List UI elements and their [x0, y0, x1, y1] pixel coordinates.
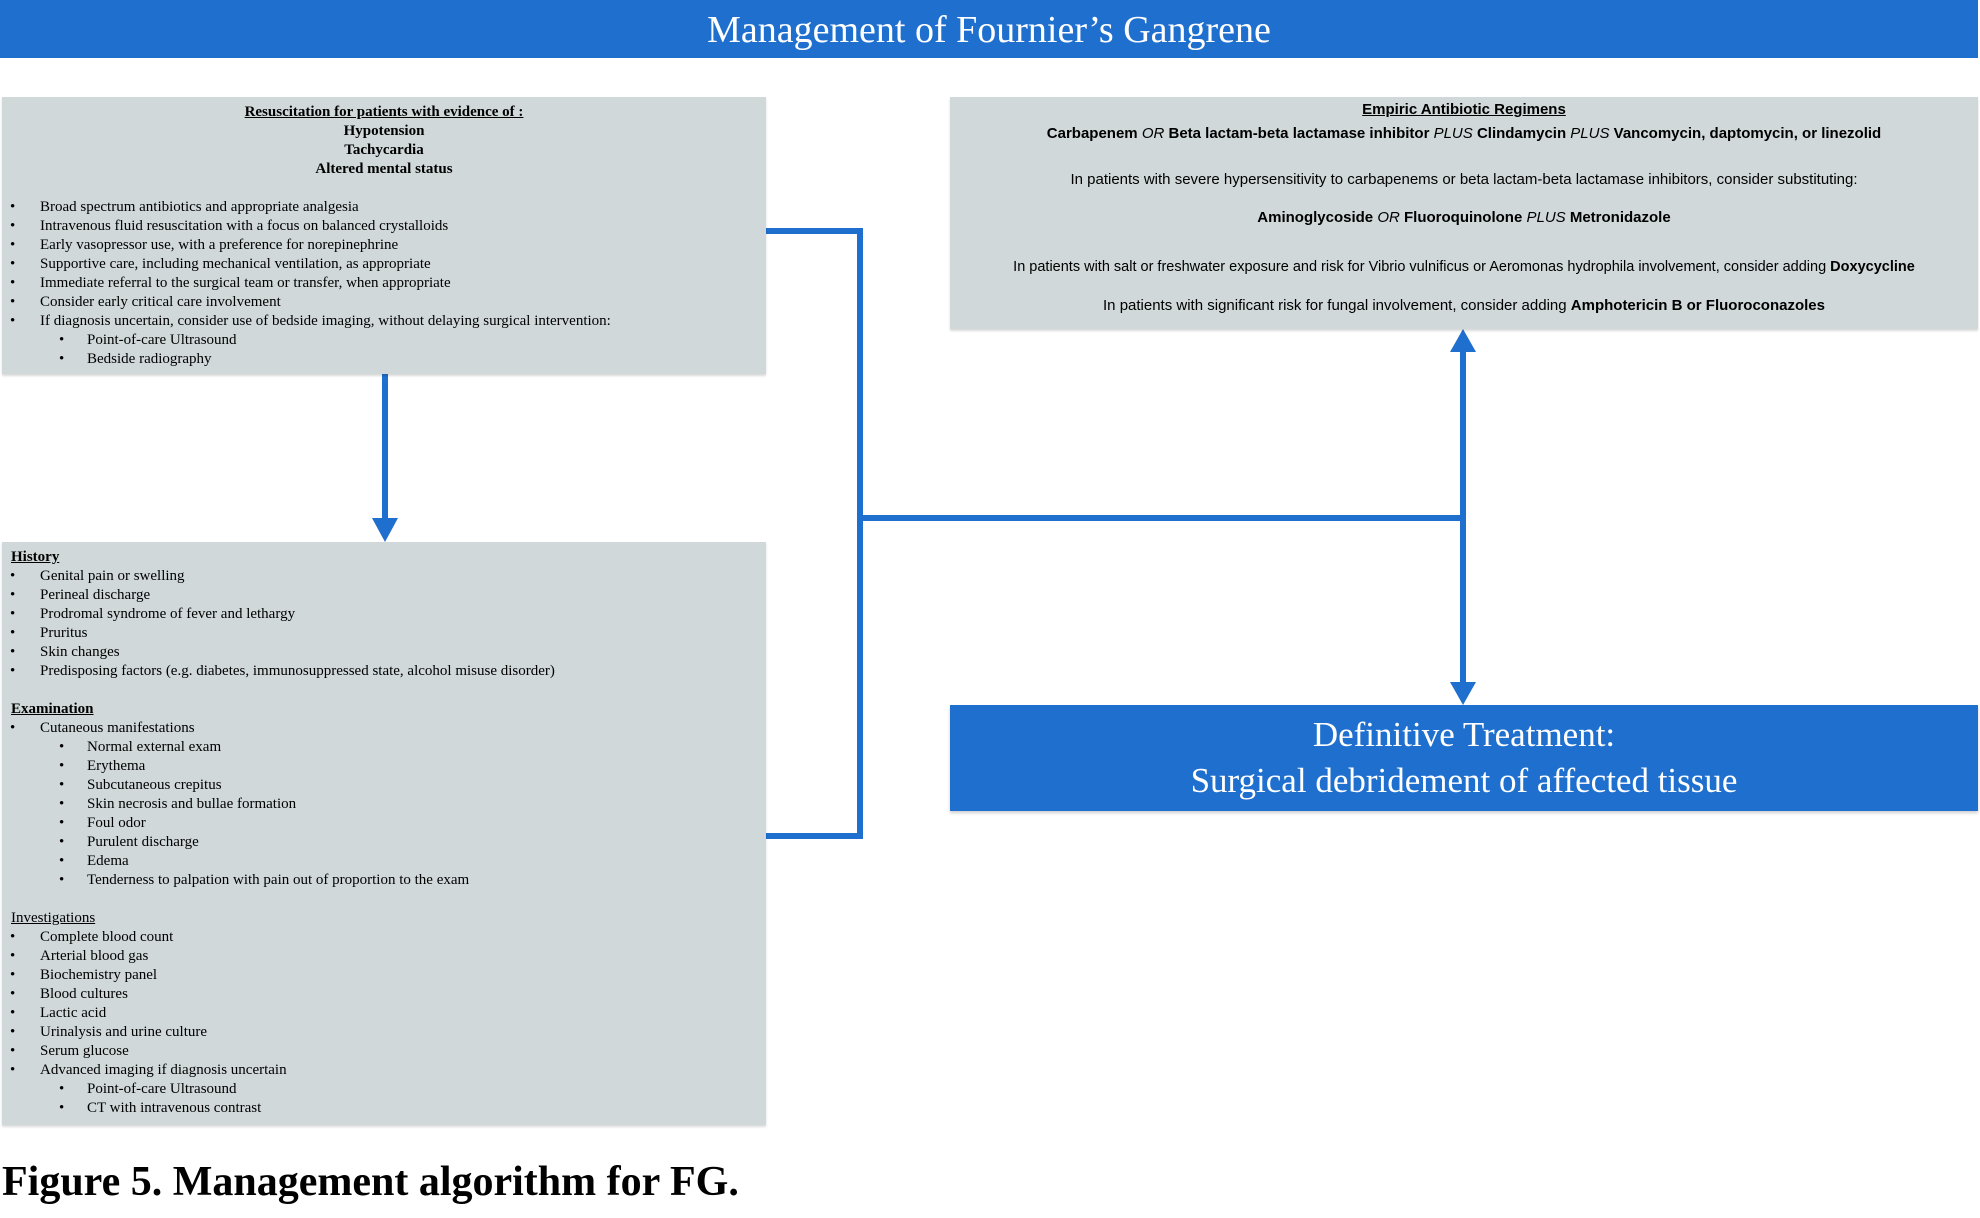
list-item: Early vasopressor use, with a preference…	[2, 236, 766, 255]
list-item: Broad spectrum antibiotics and appropria…	[2, 198, 766, 217]
definitive-treatment-box: Definitive Treatment: Surgical debrideme…	[950, 705, 1978, 811]
list-subitem: Bedside radiography	[2, 350, 766, 369]
examination-list: Cutaneous manifestations Normal external…	[2, 719, 766, 890]
connector-bracket	[766, 228, 863, 839]
list-subitem: Erythema	[2, 757, 766, 776]
list-item: Biochemistry panel	[2, 966, 766, 985]
definitive-title: Definitive Treatment:	[1312, 715, 1616, 754]
antibiotic-line-3: Aminoglycoside OR Fluoroquinolone PLUS M…	[950, 209, 1978, 226]
arrowhead-down-history	[372, 518, 398, 542]
list-item: Complete blood count	[2, 928, 766, 947]
list-item: Skin changes	[2, 643, 766, 662]
antibiotic-line-2: In patients with severe hypersensitivity…	[1070, 171, 1858, 188]
list-subitem: Skin necrosis and bullae formation	[2, 795, 766, 814]
list-subitem: Normal external exam	[2, 738, 766, 757]
antibiotic-line-1: Carbapenem OR Beta lactam-beta lactamase…	[950, 125, 1978, 142]
antibiotic-line-4: In patients with salt or freshwater expo…	[950, 259, 1978, 275]
antibiotic-regimens-box: Empiric Antibiotic Regimens Carbapenem O…	[950, 97, 1978, 329]
page-title-banner: Management of Fournier’s Gangrene	[0, 0, 1978, 58]
drug-name: Vancomycin, daptomycin, or linezolid	[1613, 125, 1882, 142]
list-subitem: Tenderness to palpation with pain out of…	[2, 871, 766, 890]
list-item: Pruritus	[2, 624, 766, 643]
connector-word: PLUS	[1570, 125, 1610, 142]
figure-caption: Figure 5. Management algorithm for FG.	[2, 1159, 739, 1205]
list-item: Supportive care, including mechanical ve…	[2, 255, 766, 274]
list-item: Blood cultures	[2, 985, 766, 1004]
connector-word: PLUS	[1433, 125, 1473, 142]
connector-word: OR	[1141, 125, 1165, 142]
resuscitation-list: Broad spectrum antibiotics and appropria…	[2, 198, 766, 369]
criteria-item: Altered mental status	[315, 161, 453, 177]
investigations-heading: Investigations	[11, 910, 96, 926]
history-list: Genital pain or swelling Perineal discha…	[2, 567, 766, 681]
list-subitem: Edema	[2, 852, 766, 871]
list-subitem: Purulent discharge	[2, 833, 766, 852]
resuscitation-heading: Resuscitation for patients with evidence…	[244, 104, 524, 120]
resuscitation-box: Resuscitation for patients with evidence…	[2, 97, 766, 374]
list-item: Prodromal syndrome of fever and lethargy	[2, 605, 766, 624]
list-subitem: Point-of-care Ultrasound	[2, 1080, 766, 1099]
antibiotic-line-5: In patients with significant risk for fu…	[950, 297, 1978, 314]
list-item: If diagnosis uncertain, consider use of …	[2, 312, 766, 331]
drug-name: Beta lactam-beta lactamase inhibitor	[1168, 125, 1430, 142]
list-subitem: Subcutaneous crepitus	[2, 776, 766, 795]
arrowhead-up-antibiotics	[1450, 329, 1476, 352]
list-item: Urinalysis and urine culture	[2, 1023, 766, 1042]
list-item: Arterial blood gas	[2, 947, 766, 966]
criteria-item: Hypotension	[343, 123, 425, 139]
drug-name: Clindamycin	[1476, 125, 1567, 142]
list-item: Serum glucose	[2, 1042, 766, 1061]
list-item: Predisposing factors (e.g. diabetes, imm…	[2, 662, 766, 681]
drug-name: Aminoglycoside	[1257, 209, 1374, 226]
criteria-item: Tachycardia	[344, 142, 424, 158]
drug-name: Doxycycline	[1830, 259, 1915, 275]
investigations-list: Complete blood count Arterial blood gas …	[2, 928, 766, 1118]
list-item: Immediate referral to the surgical team …	[2, 274, 766, 293]
drug-name: Carbapenem	[1046, 125, 1138, 142]
list-item: Lactic acid	[2, 1004, 766, 1023]
list-item: Advanced imaging if diagnosis uncertain	[2, 1061, 766, 1080]
antibiotic-heading: Empiric Antibiotic Regimens	[1362, 101, 1566, 118]
examination-heading: Examination	[11, 701, 94, 717]
list-subitem: Point-of-care Ultrasound	[2, 331, 766, 350]
line-text: In patients with salt or freshwater expo…	[1013, 259, 1827, 275]
history-heading: History	[11, 549, 60, 565]
list-item: Consider early critical care involvement	[2, 293, 766, 312]
definitive-subtitle: Surgical debridement of affected tissue	[1190, 761, 1738, 800]
assessment-box: History Genital pain or swelling Perinea…	[2, 542, 766, 1125]
list-item: Cutaneous manifestations	[2, 719, 766, 738]
drug-name: Amphotericin B or Fluoroconazoles	[1570, 297, 1825, 314]
line-text: In patients with significant risk for fu…	[1103, 297, 1567, 314]
connector-word: OR	[1377, 209, 1400, 226]
list-item: Genital pain or swelling	[2, 567, 766, 586]
arrowhead-down-definitive	[1450, 682, 1476, 705]
list-subitem: Foul odor	[2, 814, 766, 833]
drug-name: Metronidazole	[1569, 209, 1671, 226]
list-subitem: CT with intravenous contrast	[2, 1099, 766, 1118]
list-item: Perineal discharge	[2, 586, 766, 605]
drug-name: Fluoroquinolone	[1404, 209, 1523, 226]
connector-word: PLUS	[1526, 209, 1566, 226]
list-item: Intravenous fluid resuscitation with a f…	[2, 217, 766, 236]
